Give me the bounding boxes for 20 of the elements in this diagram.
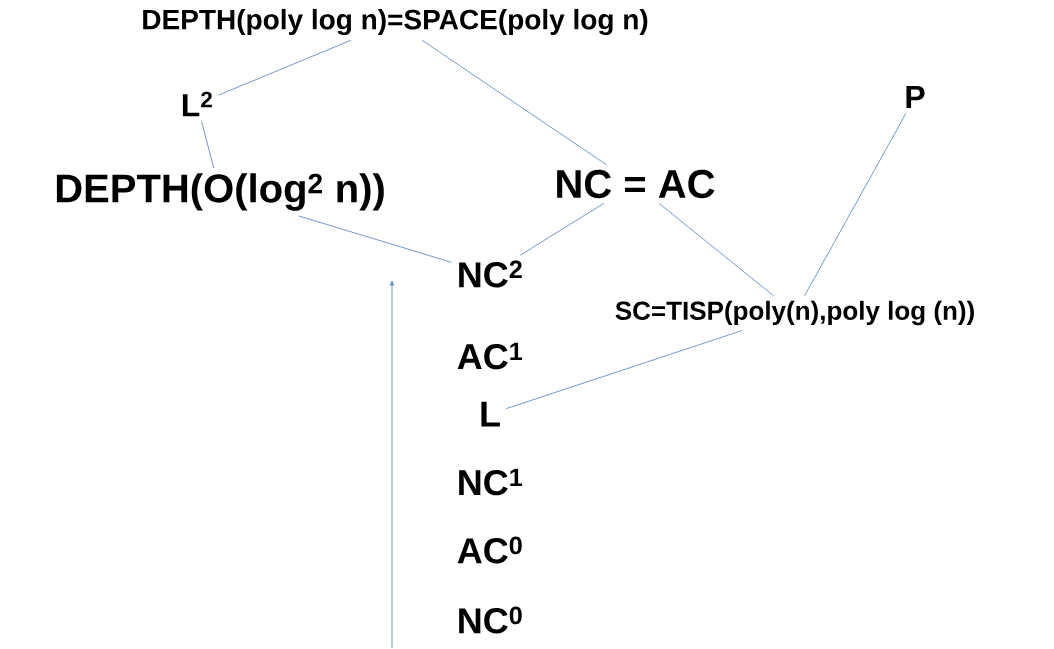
class-label: NC = AC [557,169,715,199]
connector-line [658,202,774,297]
connector-line [421,39,607,166]
class-label: L$^{2}$ [182,91,212,117]
class-label: L [481,401,500,427]
connector-line [201,121,215,169]
class-label: AC$^{1}$ [457,342,523,370]
connector-line [804,112,907,297]
connector-line [218,39,352,96]
class-label: P [906,86,925,108]
class-label: DEPTH(poly log n)=SPACE(poly log n) [143,8,648,36]
class-label: AC$^{0}$ [457,536,522,564]
connector-line [298,215,452,263]
class-label: NC$^{2}$ [459,260,522,288]
class-label: NC$^{1}$ [459,468,523,496]
connector-line [519,202,605,256]
class-label: DEPTH(O(log$^{2}$ n)) [56,173,384,211]
class-label: NC$^{0}$ [459,606,522,634]
class-label: SC=TISP(poly(n),poly log (n)) [615,300,974,326]
connector-line [505,330,743,410]
